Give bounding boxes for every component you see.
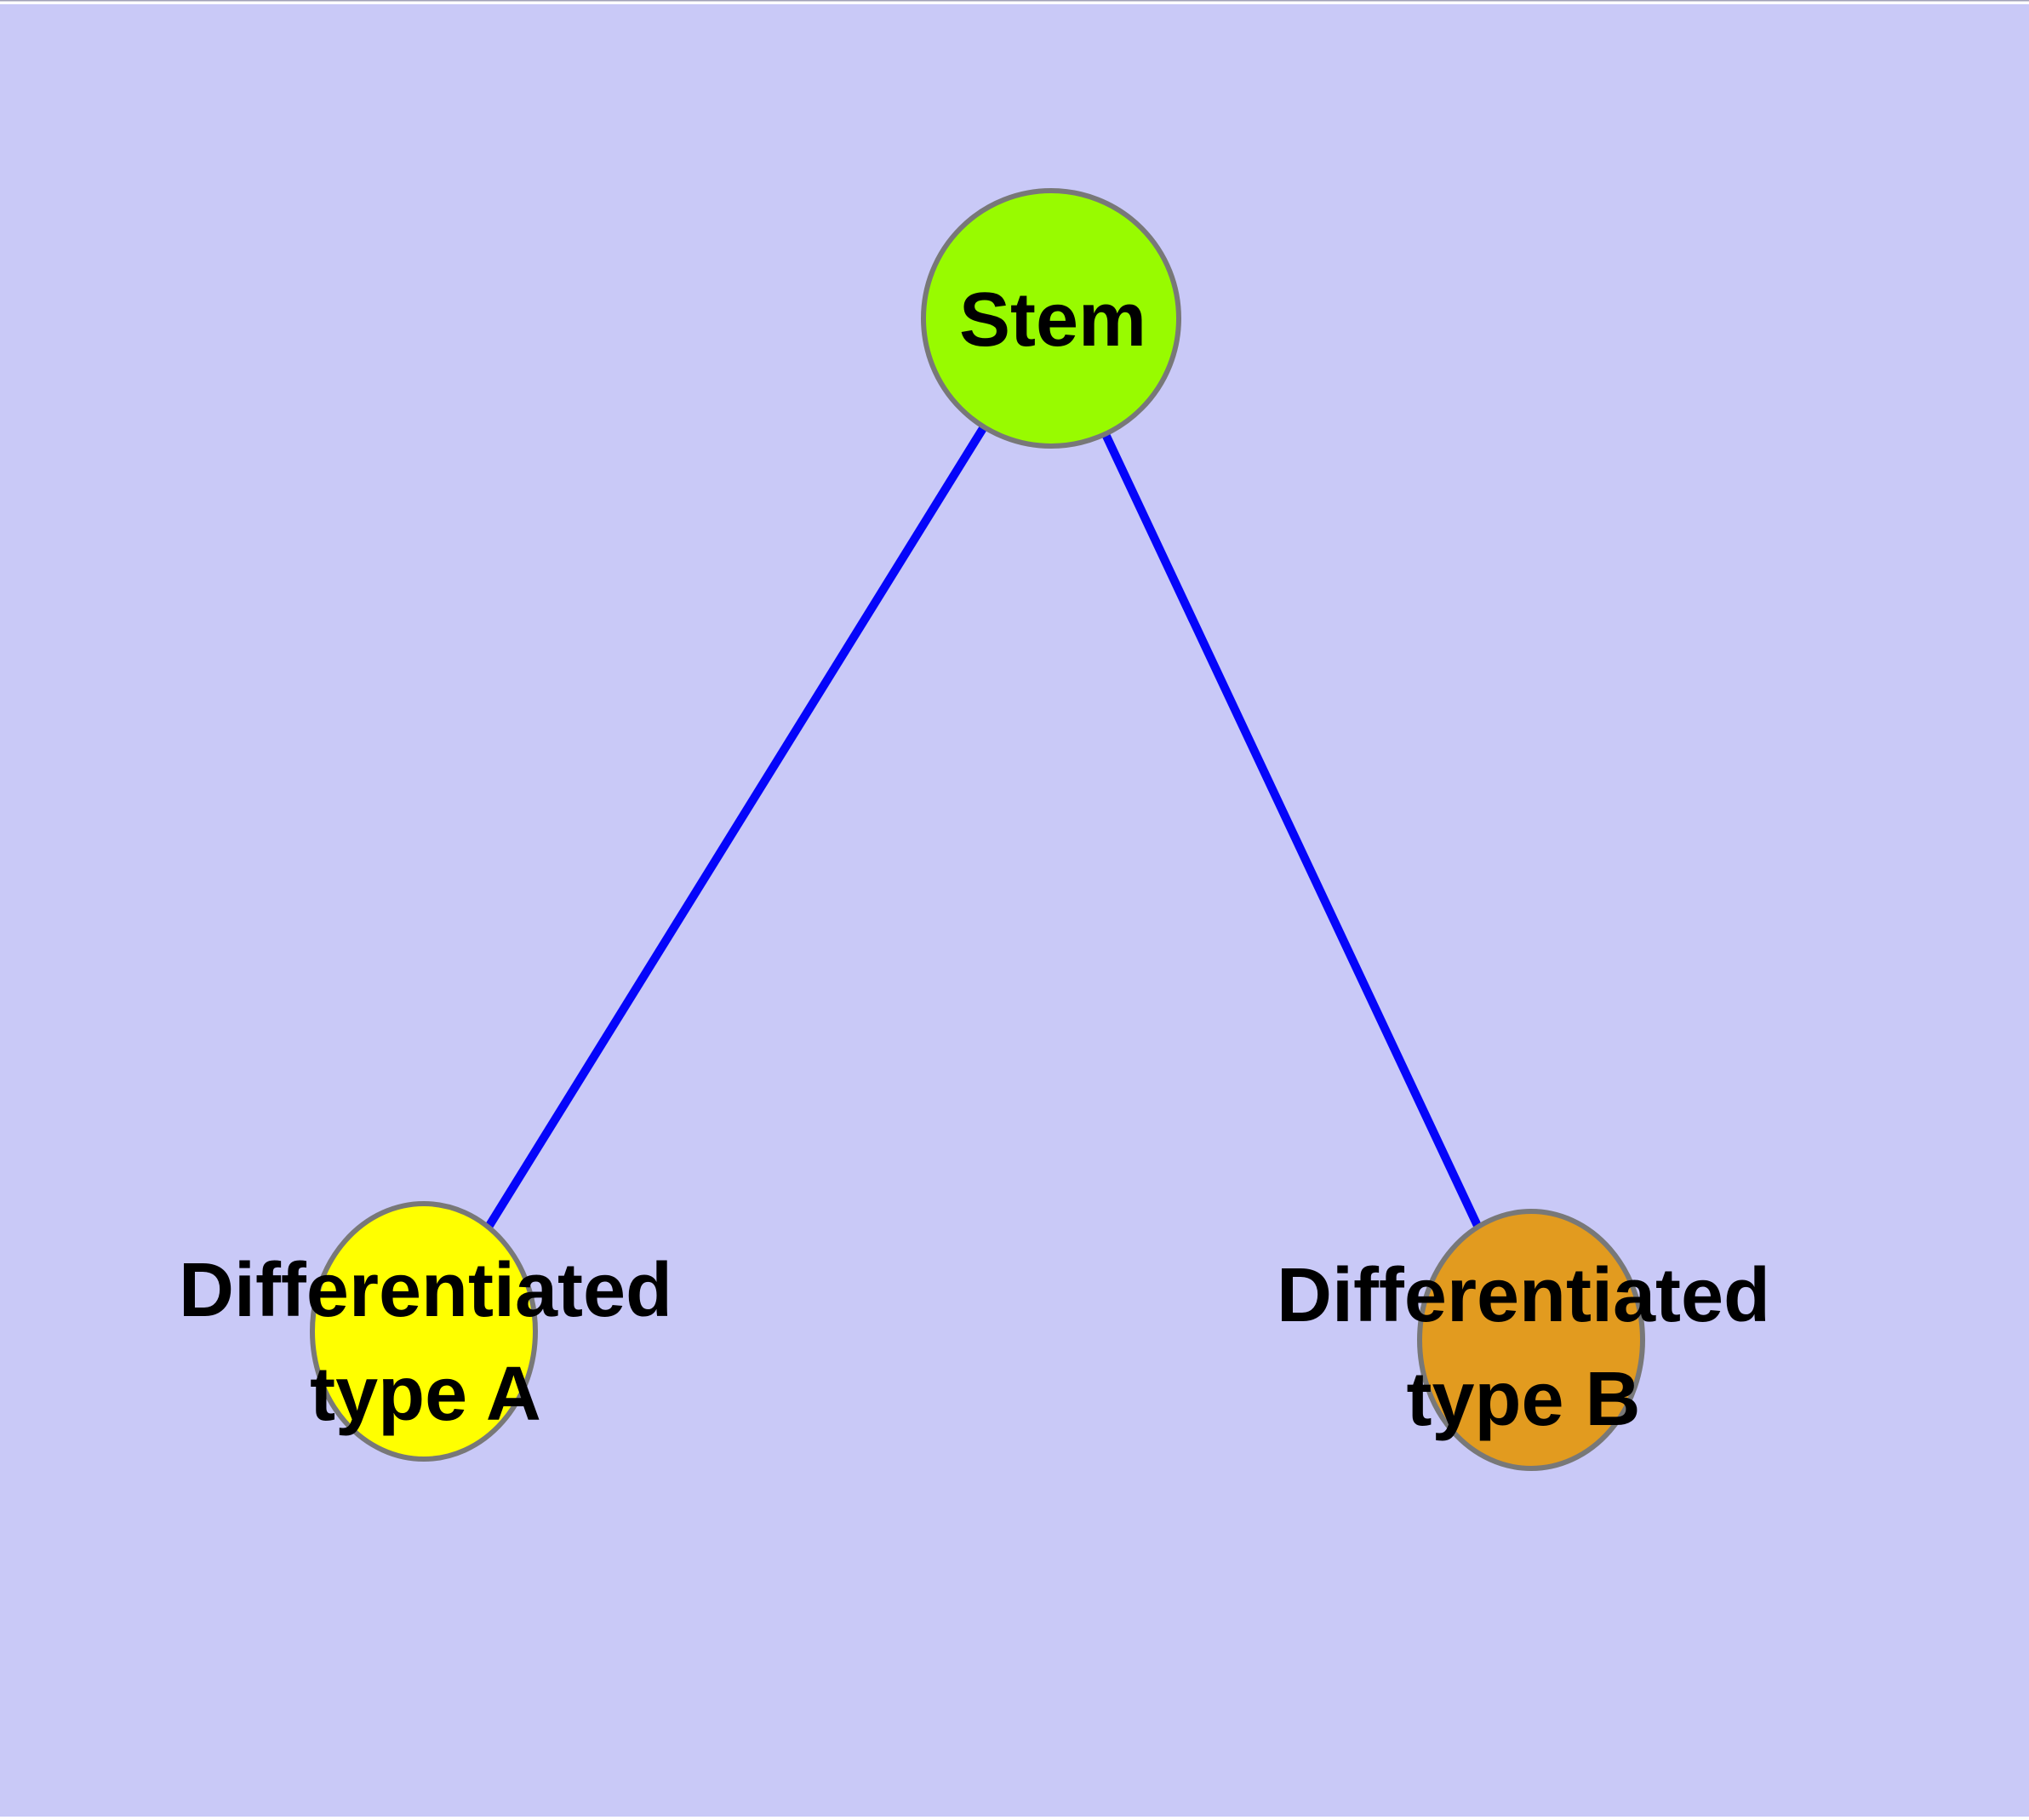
top-edge-strip bbox=[0, 1, 2029, 4]
bottom-edge-strip bbox=[0, 1817, 2029, 1820]
node-type-b-label-line1: Differentiated bbox=[1277, 1253, 1770, 1338]
edge-stem-to-type-b bbox=[1047, 316, 1535, 1342]
node-differentiated-type-a bbox=[310, 1201, 538, 1462]
top-edge-line bbox=[0, 0, 2029, 2]
node-type-a-label-line2: type A bbox=[310, 1352, 541, 1437]
node-stem bbox=[921, 188, 1181, 449]
edge-stem-to-type-a bbox=[420, 316, 1055, 1334]
node-type-a-label-line1: Differentiated bbox=[179, 1248, 672, 1333]
node-stem-label: Stem bbox=[959, 278, 1146, 363]
node-type-b-label-line2: type B bbox=[1406, 1357, 1640, 1442]
node-differentiated-type-b bbox=[1417, 1209, 1645, 1471]
